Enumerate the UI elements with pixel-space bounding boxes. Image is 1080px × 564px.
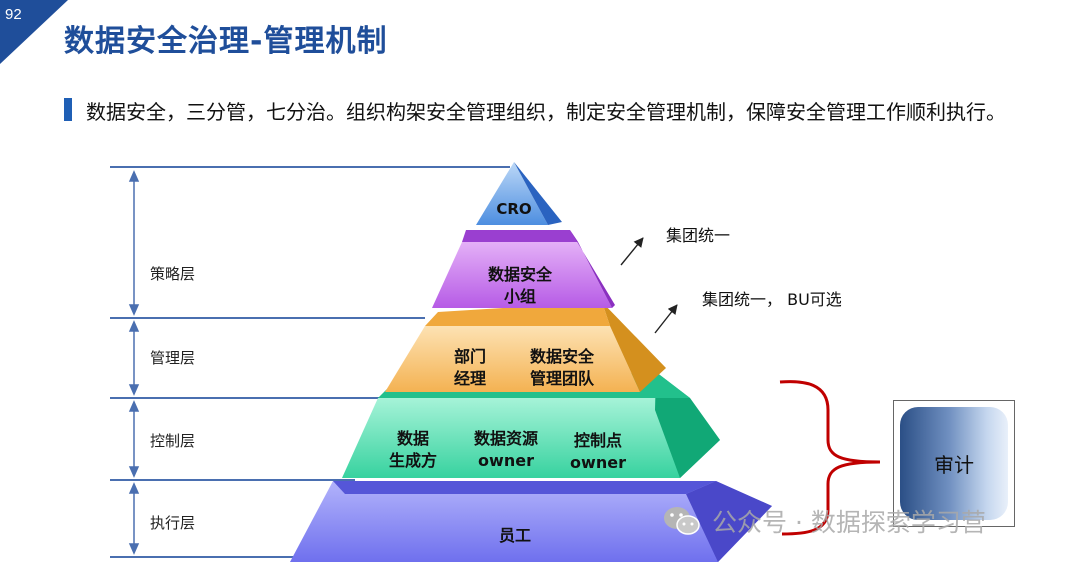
tier-4-right-label: 控制点 owner xyxy=(570,431,626,472)
layer-dimension-arrows xyxy=(128,170,140,555)
tier-3-right-label: 数据安全 管理团队 xyxy=(529,347,594,388)
audit-box: 审计 xyxy=(893,400,1015,527)
watermark-text: 公众号 · 数据探索学习营 xyxy=(712,508,986,537)
tier-2-shape xyxy=(432,230,615,308)
layer-lines xyxy=(110,166,510,558)
tier-1-cro-label: CRO xyxy=(496,200,532,218)
page-corner-badge xyxy=(0,0,68,64)
layer-label-strategy: 策略层 xyxy=(150,265,196,283)
tier-2-label: 数据安全 小组 xyxy=(487,265,552,306)
tier-4-left-label: 数据 生成方 xyxy=(388,429,437,470)
note-arrows xyxy=(620,237,678,334)
layer-label-execution: 执行层 xyxy=(150,514,196,532)
note-upper: 集团统一 xyxy=(666,226,731,245)
note-lower: 集团统一， BU可选 xyxy=(702,290,842,309)
layer-label-management: 管理层 xyxy=(150,349,196,367)
subtitle-text: 数据安全，三分管，七分治。组织构架安全管理组织，制定安全管理机制，保障安全管理工… xyxy=(86,100,1006,124)
subtitle-bar xyxy=(64,98,72,121)
tier-1-cro-shape xyxy=(476,162,562,225)
audit-rounded-rect: 审计 xyxy=(900,407,1008,520)
tier-3-shape xyxy=(385,302,666,392)
tier-5-shape xyxy=(290,481,772,562)
wechat-icon xyxy=(664,507,700,535)
layer-label-control: 控制层 xyxy=(150,432,196,450)
audit-bracket xyxy=(779,380,881,536)
page-number: 92 xyxy=(5,6,22,23)
audit-label: 审计 xyxy=(934,453,974,477)
tier-3-left-label: 部门 经理 xyxy=(453,347,486,388)
tier-5-label: 员工 xyxy=(498,526,531,545)
tier-4-middle-label: 数据资源 owner xyxy=(473,429,538,470)
page-title: 数据安全治理-管理机制 xyxy=(64,24,388,59)
